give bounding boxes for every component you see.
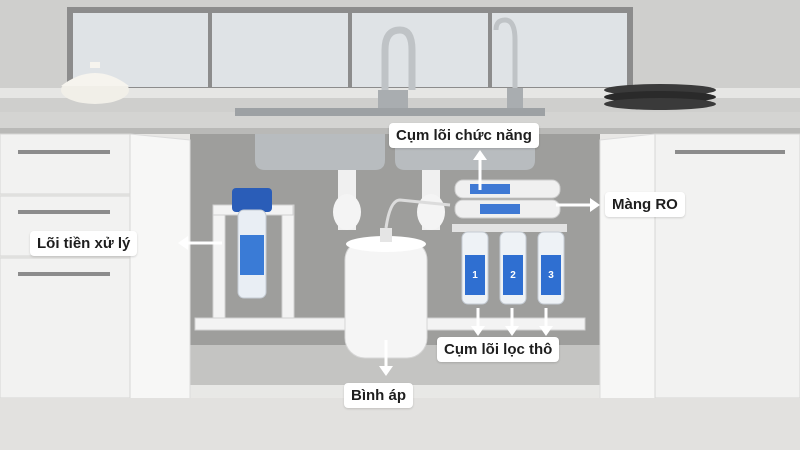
sink-rim: [235, 108, 545, 116]
cabinet-door-left: [129, 133, 191, 431]
sink-bowl-left: [255, 134, 385, 170]
drain-trap-right: [417, 194, 445, 230]
coarse-filter-set: 1 2 3: [461, 231, 565, 305]
filter-canister-2: [499, 231, 527, 305]
label-functional-cores: Cụm lõi chức năng: [389, 123, 539, 148]
right-cabinet: [654, 133, 800, 399]
faucet-ro: [493, 17, 518, 110]
annotation-arrows: [178, 150, 600, 376]
pre-filter-housing: [232, 188, 272, 299]
filter-number-2: 2: [510, 270, 516, 281]
cabinet-door-right: [599, 133, 656, 431]
label-ro-membrane: Màng RO: [605, 192, 685, 217]
label-coarse-filters: Cụm lõi lọc thô: [437, 337, 560, 362]
filter-canister-3: [537, 231, 565, 305]
countertop: [0, 112, 800, 132]
filter-canister-1: [461, 231, 489, 305]
filter-number-1: 1: [472, 270, 478, 281]
pipe-left: [212, 204, 226, 326]
label-pre-filter: Lõi tiền xử lý: [30, 231, 138, 256]
drain-trap-left: [333, 194, 361, 230]
pressure-tank: [344, 228, 428, 359]
left-drawers: [0, 133, 131, 399]
plate-stack: [604, 84, 716, 110]
faucet-main: [381, 26, 416, 110]
label-pressure-tank: Bình áp: [344, 383, 413, 408]
filter-number-3: 3: [548, 270, 554, 281]
